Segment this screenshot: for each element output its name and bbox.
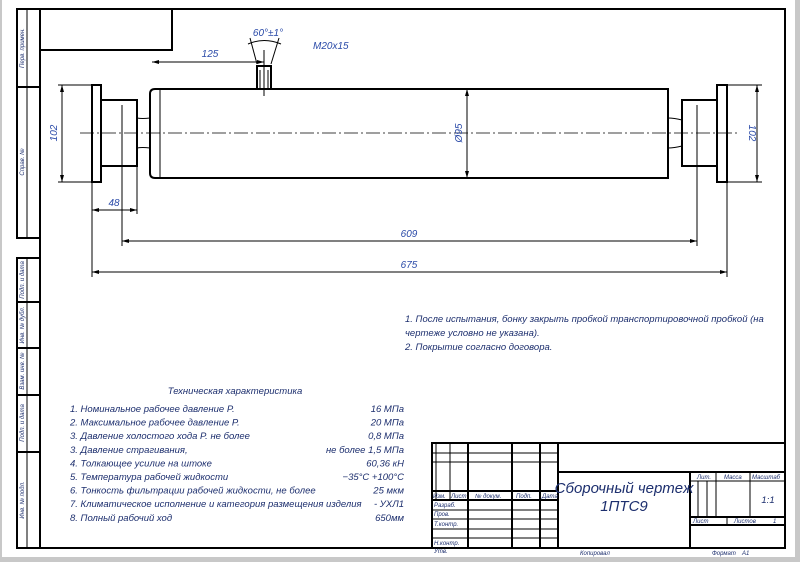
- spec-value: −35°С +100°С: [343, 472, 405, 483]
- tb-mass-label: Масса: [724, 475, 742, 481]
- tb-role: Разраб.: [434, 503, 456, 509]
- tb-header-date: Дата: [541, 494, 558, 500]
- spec-label: 6. Тонкость фильтрации рабочей жидкости,…: [70, 486, 316, 497]
- window-edge: [0, 0, 2, 562]
- dim-port-angle: 60°±1°: [253, 28, 283, 39]
- tb-format-label: Формат: [712, 551, 736, 557]
- dim-port-thread: M20x15: [313, 41, 349, 52]
- tb-role: Т.контр.: [434, 522, 458, 528]
- spec-label: 3. Давление холостого хода P. не более: [70, 431, 250, 442]
- strip-label: Перв. примен.: [20, 28, 26, 68]
- technical-specs: Техническая характеристика 1. Номинально…: [69, 386, 404, 524]
- dim-125: 125: [202, 49, 219, 60]
- spec-value: - УХЛ1: [374, 499, 404, 510]
- spec-value: 0,8 МПа: [368, 431, 404, 442]
- dim-48: 48: [108, 198, 120, 209]
- technical-notes: 1. После испытания, бонку закрыть пробко…: [404, 314, 764, 353]
- strip-label: Инв. № подл.: [19, 481, 26, 518]
- note-line: чертеже условно не указана).: [405, 328, 540, 339]
- dim-675: 675: [401, 260, 418, 271]
- tb-sheet-label: Лист: [692, 519, 708, 525]
- spec-label: 7. Климатическое исполнение и категория …: [70, 499, 362, 510]
- dim-102-left: 102: [49, 124, 60, 141]
- tb-role: Пров.: [434, 512, 450, 518]
- spec-value: не более 1,5 МПа: [326, 445, 404, 456]
- right-flange: [716, 84, 728, 183]
- tb-scale-value: 1:1: [761, 495, 774, 506]
- designation-box: [39, 8, 173, 51]
- tb-sheets-value: 1: [773, 519, 776, 525]
- dim-609: 609: [401, 229, 418, 240]
- tb-header-doc: № докум.: [475, 493, 501, 500]
- left-flange: [91, 84, 102, 183]
- spec-value: 650мм: [375, 513, 404, 524]
- dimensions: 102 102 Ø95 48 609 675 125 60°±1° M20x15: [49, 28, 762, 277]
- spec-label: 8. Полный рабочий ход: [70, 513, 172, 524]
- spec-value: 25 мкм: [372, 486, 404, 497]
- strip-label: Взам. инв. №: [19, 352, 26, 390]
- spec-label: 1. Номинальное рабочее давление P.: [70, 404, 235, 415]
- tb-role: Н.контр.: [434, 541, 459, 547]
- strip-label: Подп. и дата: [20, 404, 26, 442]
- tb-header-izm: Изм.: [433, 494, 446, 500]
- drawing-title: Сборочный чертеж: [555, 480, 694, 497]
- note-line: 2. Покрытие согласно договора.: [404, 342, 552, 353]
- spec-label: 2. Максимальное рабочее давление P.: [69, 418, 240, 429]
- drawing-number: 1ПТС9: [600, 498, 648, 515]
- spec-label: 3. Давление страгивания,: [70, 445, 188, 456]
- spec-label: 5. Температура рабочей жидкости: [70, 472, 229, 483]
- specs-title: Техническая характеристика: [168, 386, 303, 397]
- left-neck: [100, 99, 138, 167]
- dim-dia-95: Ø95: [454, 123, 465, 143]
- cylinder-view: [80, 37, 740, 183]
- strip-label: Инв. № дубл.: [19, 307, 26, 344]
- side-strip: Перв. примен. Справ. № Подп. и дата Инв.…: [16, 8, 41, 549]
- barrel: [149, 88, 669, 179]
- tb-header-sign: Подп.: [516, 494, 532, 500]
- note-line: 1. После испытания, бонку закрыть пробко…: [405, 314, 764, 325]
- tb-scale-label: Масштаб: [752, 475, 781, 481]
- strip-label: Подп. и дата: [20, 261, 26, 299]
- tb-format-value: А1: [741, 551, 749, 557]
- tb-copied-label: Копировал: [580, 551, 610, 557]
- tb-header-list: Лист: [450, 494, 466, 500]
- dim-102-right: 102: [746, 125, 757, 142]
- tb-lit-label: Лит.: [696, 475, 711, 481]
- horizontal-scrollbar[interactable]: [0, 557, 800, 562]
- vertical-scrollbar[interactable]: [795, 0, 800, 562]
- spec-label: 4. Толкающее усилие на штоке: [70, 458, 212, 469]
- title-block: Изм. Лист № докум. Подп. Дата Разраб. Пр…: [431, 442, 786, 557]
- tb-role: Утв.: [433, 549, 448, 555]
- spec-value: 20 МПа: [370, 418, 404, 429]
- strip-label: Справ. №: [19, 148, 26, 176]
- spec-value: 16 МПа: [371, 404, 404, 415]
- tb-sheets-label: Листов: [733, 519, 756, 525]
- spec-value: 60,36 кН: [366, 458, 404, 469]
